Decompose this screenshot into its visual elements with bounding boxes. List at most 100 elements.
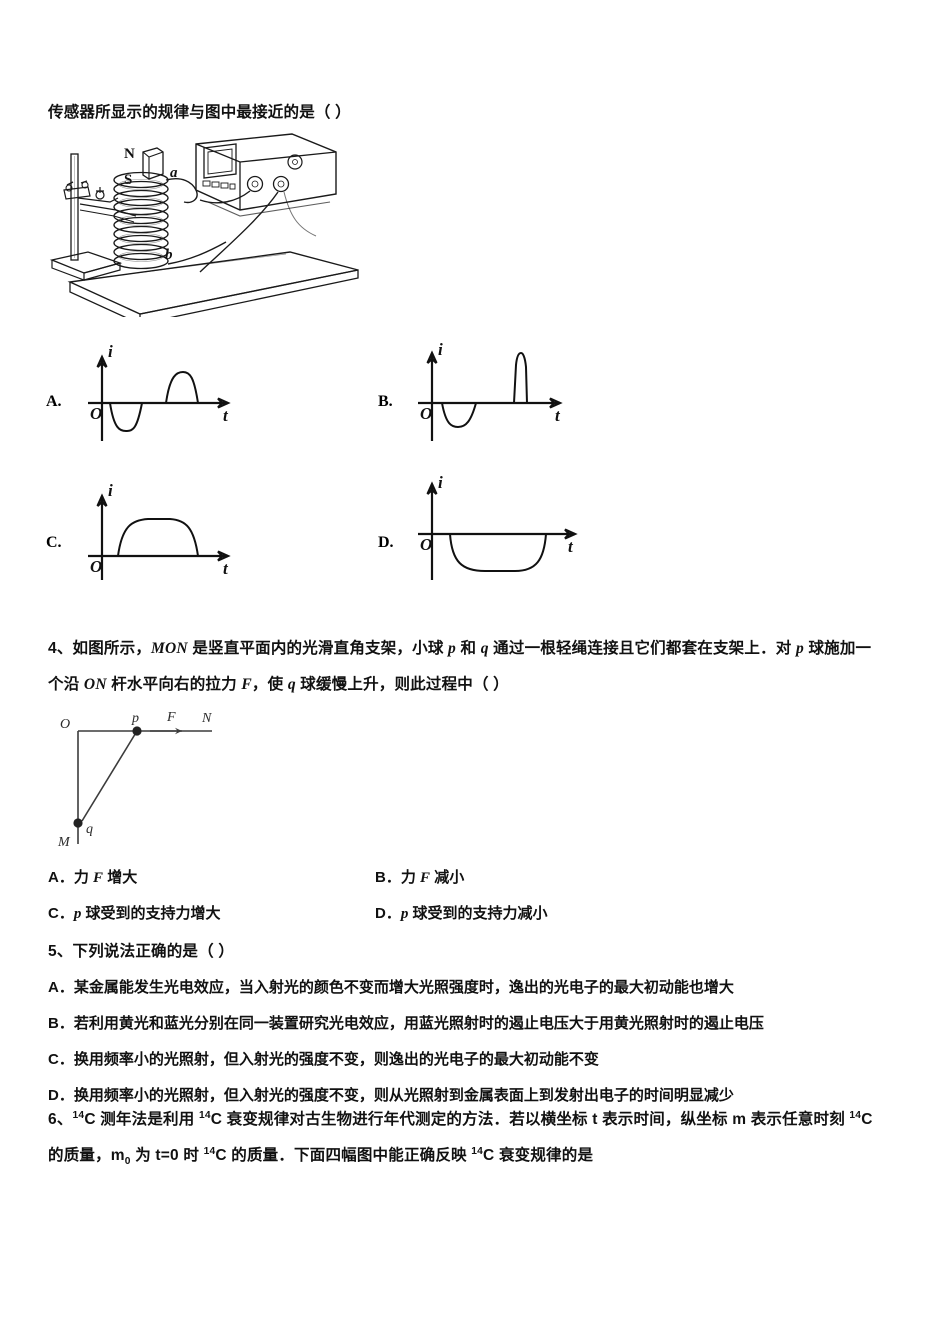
- stand-base: [49, 251, 123, 281]
- axes: [88, 493, 231, 580]
- option-c-y-axis-label: i: [108, 481, 113, 500]
- coil-leads: [165, 178, 227, 265]
- coil-terminal-a-label: a: [170, 165, 178, 181]
- q5-opt-c-text: 换用频率小的光照射，但入射光的强度不变，则逸出的光电子的最大初动能不变: [73, 1051, 599, 1068]
- apparatus-figure: N S: [40, 132, 360, 317]
- option-c-origin-label: O: [90, 557, 102, 576]
- q6-l2-b: 为 t=0 时: [130, 1147, 204, 1164]
- label-q: q: [86, 822, 93, 837]
- q4-l2-b: 杆水平向右的拉力: [106, 676, 242, 693]
- q6-l2-sup2: 14: [471, 1145, 484, 1157]
- q4-l1-c: 和: [455, 640, 481, 657]
- q5-opt-d-text: 换用频率小的光照射，但入射光的强度不变，则从光照射到金属表面上到发射出电子的时间…: [73, 1087, 734, 1104]
- q4-option-c: C．p 球受到的支持力增大: [48, 902, 221, 923]
- q5-opt-a-text: 某金属能发生光电效应，当入射光的颜色不变而增大光照强度时，逸出的光电子的最大初动…: [73, 979, 734, 996]
- q6-l2-c: C: [215, 1147, 227, 1164]
- q6-l1-c1: C: [84, 1111, 96, 1128]
- q5-opt-d-letter: D．: [48, 1087, 74, 1104]
- q6-l1-c: 衰变规律对古生物进行年代测定的方法．若以横坐标 t 表示时间，纵坐标 m 表示任…: [222, 1111, 850, 1128]
- force-arrow-f: [150, 727, 182, 735]
- q5-option-d: D．换用频率小的光照射，但入射光的强度不变，则从光照射到金属表面上到发射出电子的…: [48, 1084, 734, 1105]
- q4-opt-d-sym: p: [400, 906, 409, 922]
- q4-opt-b-sym: F: [420, 870, 431, 886]
- option-d-x-axis-label: t: [568, 537, 574, 556]
- option-b-origin-label: O: [420, 404, 432, 423]
- bench-surface: [67, 251, 359, 317]
- option-b-negative-pulse: [441, 402, 477, 429]
- option-a-graph: i t O: [80, 341, 240, 446]
- q4-opt-b-letter: B．: [375, 869, 401, 886]
- q4-l1-b: 是竖直平面内的光滑直角支架，小球: [187, 640, 449, 657]
- option-c-graph: i t O: [80, 480, 240, 585]
- option-a-positive-pulse: [165, 370, 199, 404]
- q5-option-b: B．若利用黄光和蓝光分别在同一装置研究光电效应，用蓝光照射时的遏止电压大于用黄光…: [48, 1012, 764, 1033]
- option-d-origin-label: O: [420, 535, 432, 554]
- q4-opt-a-sym: F: [93, 870, 104, 886]
- question-6-line-1: 6、14C 测年法是利用 14C 衰变规律对古生物进行年代测定的方法．若以横坐标…: [48, 1108, 873, 1132]
- q4-l1-p2: p: [795, 640, 804, 657]
- question-5-prompt: 5、下列说法正确的是（ ）: [48, 943, 235, 960]
- q4-option-b: B．力 F 减小: [375, 866, 464, 887]
- label-N: N: [201, 711, 212, 726]
- question-3-prompt: 传感器所显示的规律与图中最接近的是（ ）: [48, 104, 351, 121]
- option-c-letter: C.: [46, 534, 62, 551]
- q5-option-c: C．换用频率小的光照射，但入射光的强度不变，则逸出的光电子的最大初动能不变: [48, 1048, 599, 1069]
- q4-l2-d: 球缓慢上升，则此过程中（ ）: [295, 676, 509, 693]
- label-p: p: [131, 711, 139, 726]
- axes: [418, 481, 578, 580]
- q5-opt-b-letter: B．: [48, 1015, 74, 1032]
- q4-opt-b-post: 减小: [430, 869, 465, 886]
- option-c-x-axis-label: t: [223, 559, 229, 578]
- option-d-y-axis-label: i: [438, 476, 443, 492]
- q4-l1-a: 4、如图所示，: [48, 640, 152, 657]
- option-d-graph: i t O: [410, 476, 590, 586]
- option-a-letter: A.: [46, 393, 62, 410]
- q4-opt-a-letter: A．: [48, 869, 74, 886]
- option-d-negative-wide-pulse: [449, 533, 547, 572]
- option-d-letter: D.: [378, 534, 394, 551]
- option-a-negative-pulse: [109, 402, 143, 433]
- sensor-datalogger: [195, 133, 337, 217]
- magnet-south-label: S: [124, 172, 132, 188]
- q4-l2-a: 个沿: [48, 676, 84, 693]
- option-a-origin-label: O: [90, 404, 102, 423]
- label-M: M: [57, 835, 71, 850]
- q5-option-a: A．某金属能发生光电效应，当入射光的颜色不变而增大光照强度时，逸出的光电子的最大…: [48, 976, 734, 997]
- stand-rod: [70, 153, 79, 261]
- option-b-graph: i t O: [410, 341, 580, 446]
- mon-bracket-figure: O M N p q F: [52, 706, 252, 851]
- q4-l1-e: 球施加一: [803, 640, 872, 657]
- q4-opt-a-post: 增大: [103, 869, 138, 886]
- option-b-y-axis-label: i: [438, 341, 443, 359]
- ball-q: [73, 818, 83, 828]
- option-b-positive-spike: [513, 351, 528, 404]
- q4-l2-c: ，使: [251, 676, 288, 693]
- axes: [418, 350, 563, 441]
- connecting-string: [81, 730, 138, 822]
- q6-l1-b: 测年法是利用: [95, 1111, 199, 1128]
- label-O: O: [60, 717, 70, 732]
- option-c-flat-top-pulse: [117, 518, 199, 557]
- connection-wires: [199, 190, 317, 273]
- spring-coil: [113, 171, 169, 270]
- ball-p: [132, 726, 142, 736]
- q4-option-d: D．p 球受到的支持力减小: [375, 902, 548, 923]
- q4-opt-b-pre: 力: [400, 869, 421, 886]
- option-a-x-axis-label: t: [223, 406, 229, 425]
- q5-opt-c-letter: C．: [48, 1051, 74, 1068]
- q4-opt-d-post: 球受到的支持力减小: [408, 905, 548, 922]
- axes: [88, 354, 231, 441]
- q5-opt-a-letter: A．: [48, 979, 74, 996]
- q6-l2-d: 的质量．下面四幅图中能正确反映: [226, 1147, 472, 1164]
- q6-l1-sup3: 14: [849, 1109, 862, 1121]
- q4-opt-c-sym: p: [73, 906, 82, 922]
- q4-l2-on: ON: [83, 676, 107, 693]
- q6-l1-c3: C: [861, 1111, 873, 1128]
- bar-magnet: [142, 147, 164, 180]
- q4-l1-d: 通过一根轻绳连接且它们都套在支架上．对: [488, 640, 796, 657]
- q5-opt-b-text: 若利用黄光和蓝光分别在同一装置研究光电效应，用蓝光照射时的遏止电压大于用黄光照射…: [73, 1015, 764, 1032]
- q4-l1-mon: MON: [151, 640, 188, 657]
- option-a-y-axis-label: i: [108, 342, 113, 361]
- q6-l2-sub: 0: [124, 1156, 131, 1168]
